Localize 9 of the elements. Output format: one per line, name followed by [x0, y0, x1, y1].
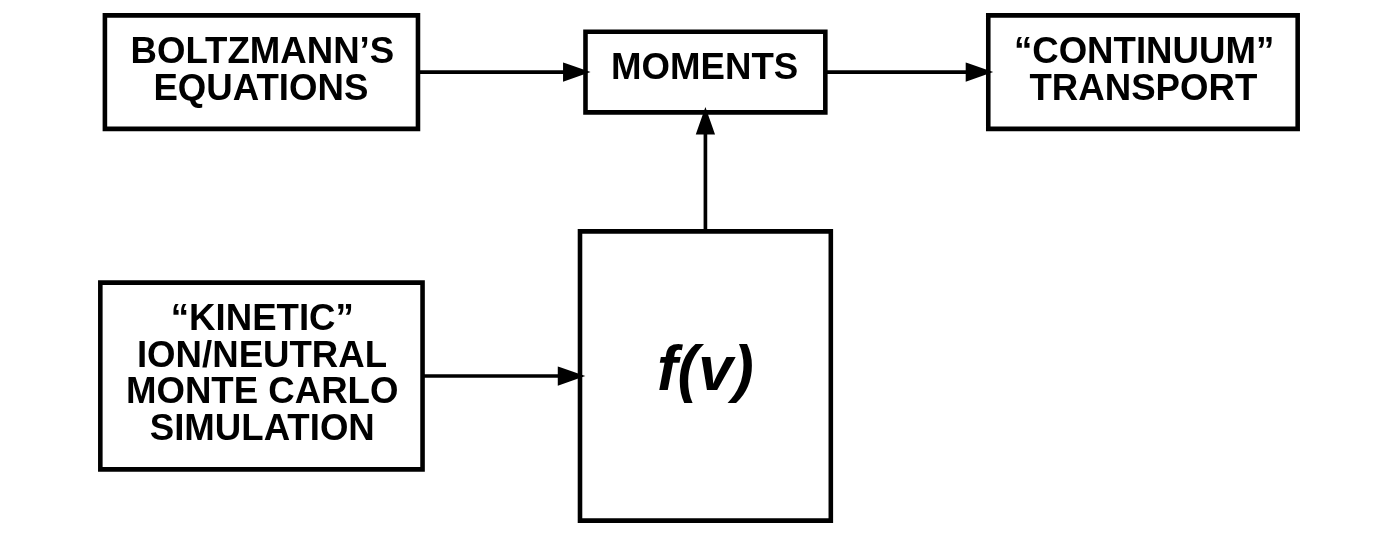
arrow — [825, 62, 993, 82]
arrow — [418, 62, 591, 82]
node-box: BOLTZMANN’S EQUATIONS — [102, 13, 420, 132]
node-box: f(v) — [577, 229, 833, 523]
node-box: “CONTINUUM” TRANSPORT — [985, 13, 1300, 132]
arrow — [695, 106, 715, 232]
arrow — [422, 366, 585, 386]
node-box: MOMENTS — [582, 29, 828, 115]
node-box: “KINETIC” ION/NEUTRAL MONTE CARLO SIMULATION — [97, 280, 425, 472]
